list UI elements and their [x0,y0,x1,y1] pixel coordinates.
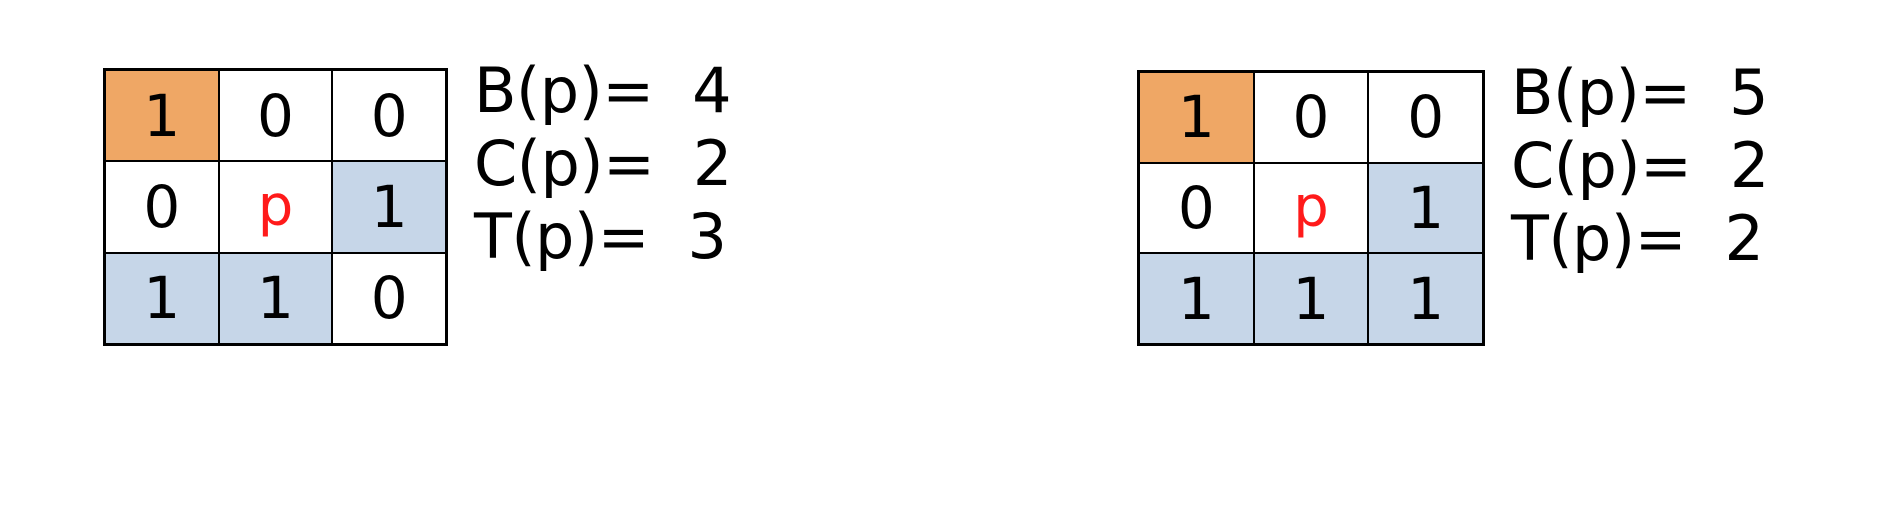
grid-cell-value: 1 [370,172,408,241]
center-pixel-label: p [257,173,294,239]
grid-cell-r2c2: 0 [333,253,445,343]
grid-cell-r1c2: 1 [333,162,445,252]
grid-cell-r0c2: 0 [1369,73,1482,162]
grid-cell-r2c1: 1 [1254,254,1368,343]
metric-t-of-p: T(p)= 3 [474,200,727,274]
metrics-right: B(p)= 5 C(p)= 2 T(p)= 2 [1511,56,1769,275]
grid-cell-r2c0: 1 [1140,254,1253,343]
grid-cell-value: 1 [143,264,181,333]
grid-cell-r0c0: 1 [1140,73,1253,162]
grid-cell-value: 1 [1407,173,1445,242]
grid-cell-center-pixel: p [1254,163,1368,253]
grid-cell-value: 0 [370,264,408,333]
grid-cell-r2c1: 1 [219,253,332,343]
neighborhood-grid-right: 1 0 0 0 p 1 1 1 1 [1137,70,1485,346]
grid-cell-r0c1: 0 [1254,73,1368,162]
grid-cell-value: 1 [143,81,181,150]
grid-cell-value: 0 [1177,173,1215,242]
metric-c-of-p: C(p)= 2 [474,127,732,201]
grid-cell-r2c0: 1 [106,253,218,343]
grid-cell-r0c2: 0 [333,71,445,161]
grid-cell-r1c0: 0 [1140,163,1253,253]
metric-b-of-p: B(p)= 5 [1511,56,1769,129]
neighborhood-grid-left: 1 0 0 0 p 1 1 1 0 [103,68,448,346]
grid-cell-value: 0 [1407,83,1445,152]
figure-group-left: 1 0 0 0 p 1 1 1 0 B(p)= 4 C(p)= 2 T(p)= … [103,54,732,346]
grid-cell-r1c0: 0 [106,162,218,252]
grid-cell-value: 0 [143,172,181,241]
metric-t-of-p: T(p)= 2 [1511,202,1764,276]
grid-cell-value: 1 [1292,264,1330,333]
grid-cell-value: 1 [1407,264,1445,333]
grid-cell-center-pixel: p [219,162,332,252]
metrics-left: B(p)= 4 C(p)= 2 T(p)= 3 [474,54,732,273]
metric-c-of-p: C(p)= 2 [1511,129,1769,203]
grid-cell-value: 0 [370,81,408,150]
grid-cell-r1c2: 1 [1369,163,1482,253]
grid-cell-r0c0: 1 [106,71,218,161]
center-pixel-label: p [1293,174,1329,240]
metric-b-of-p: B(p)= 4 [474,54,732,127]
grid-cell-r2c2: 1 [1369,254,1482,343]
grid-cell-value: 0 [257,81,294,150]
grid-cell-r0c1: 0 [219,71,332,161]
grid-cell-value: 1 [257,264,294,333]
figure-group-right: 1 0 0 0 p 1 1 1 1 B(p)= 5 C(p)= 2 T(p)= … [1137,56,1769,346]
grid-cell-value: 1 [1177,83,1215,152]
grid-cell-value: 1 [1177,264,1215,333]
grid-cell-value: 0 [1292,83,1330,152]
